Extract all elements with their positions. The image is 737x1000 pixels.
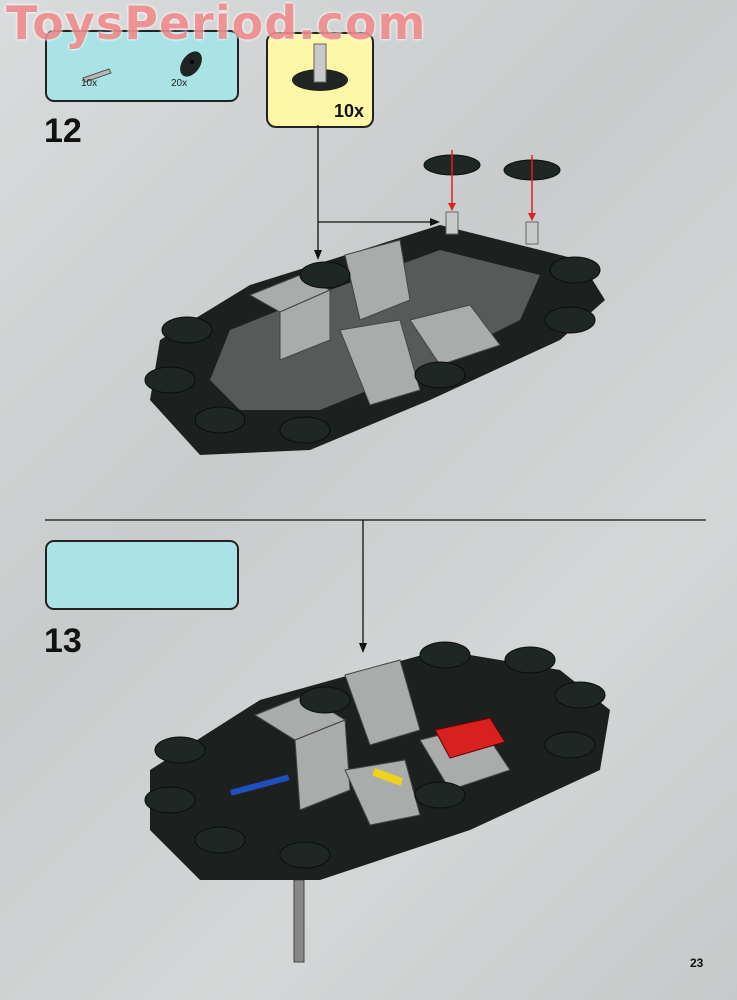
page-number: 23 [690,956,704,970]
sub-assembly-callout: 10x [266,32,374,128]
disc-icon [180,51,202,77]
disc-with-axle-icon [292,43,348,91]
watermark-logo: ToysPeriod.com [6,0,427,50]
red-brick [434,717,506,759]
callout-arrow [317,125,432,252]
red-arrow [451,150,533,215]
parts-list-step-13 [45,540,239,610]
step-number-12: 12 [44,112,82,150]
step-number-13: 13 [44,622,82,660]
part-qty: 20x [171,78,188,89]
axle-icon [82,68,112,83]
part-qty: 10x [81,78,98,89]
callout-qty: 10x [333,101,364,121]
parts-list-step-12: 10x 20x [45,30,239,102]
